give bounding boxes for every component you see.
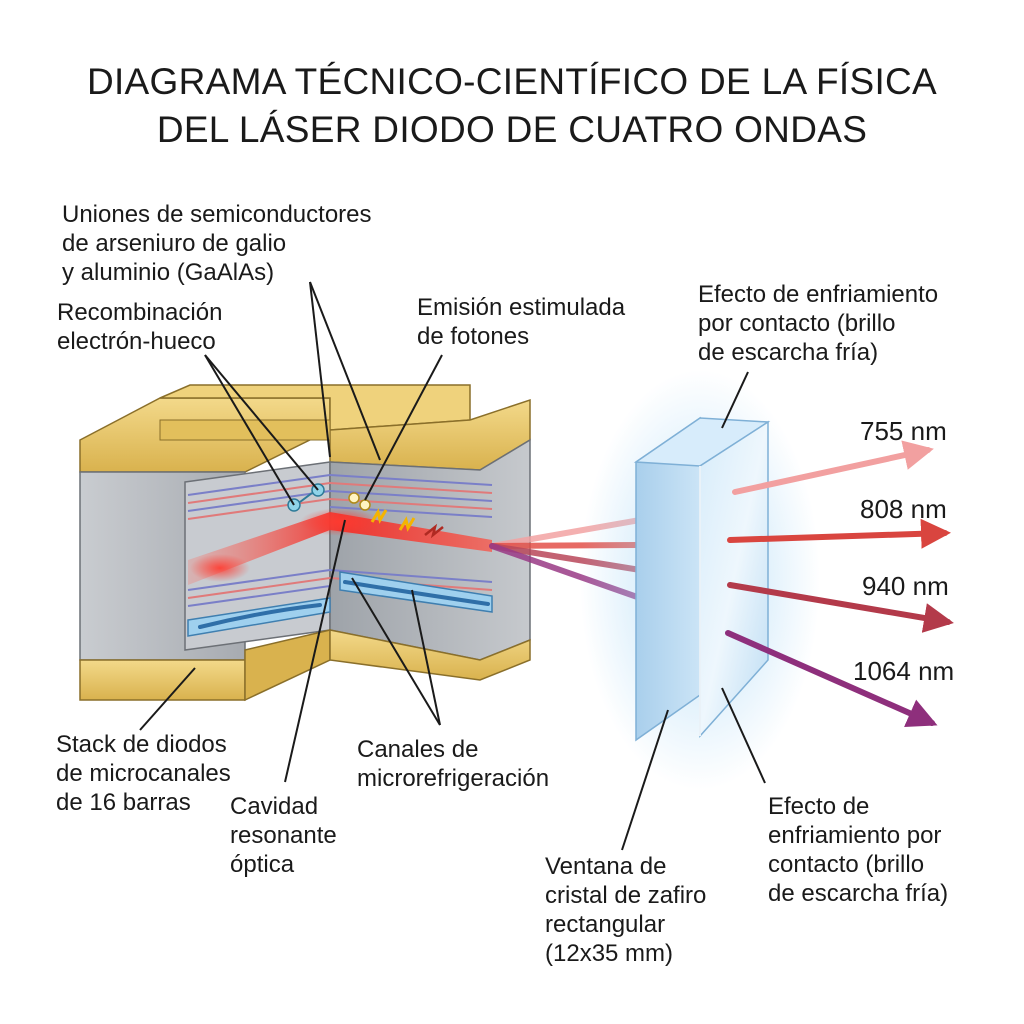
- label-text: de escarcha fría): [768, 880, 949, 907]
- label-text: Stack de diodos: [56, 731, 227, 758]
- label-text: Emisión estimulada: [417, 294, 626, 321]
- label-text: Ventana de: [545, 853, 667, 880]
- label-text: de arseniuro de galio: [62, 230, 287, 257]
- exit-beams: [725, 440, 954, 728]
- label-text: Efecto de enfriamiento: [698, 281, 939, 308]
- label-text: Efecto de: [768, 793, 870, 820]
- label-cooling-channels: Canales de microrefrigeración: [357, 735, 549, 793]
- label-text: de 16 barras: [56, 789, 191, 816]
- label-text: y aluminio (GaAlAs): [62, 259, 275, 286]
- label-text: de microcanales: [56, 760, 231, 787]
- label-stimulated-emission: Emisión estimulada de fotones: [417, 293, 625, 351]
- label-contact-cooling-bottom: Efecto de enfriamiento por contacto (bri…: [768, 792, 948, 908]
- gold-bottom-plate: [79, 659, 246, 701]
- diode-stack-block: [79, 384, 531, 702]
- page-title: DIAGRAMA TÉCNICO-CIENTÍFICO DE LA FÍSICA…: [0, 58, 1024, 154]
- label-text: (12x35 mm): [545, 940, 674, 967]
- label-diode-stack: Stack de diodos de microcanales de 16 ba…: [56, 730, 231, 817]
- window-side-face: [635, 416, 701, 742]
- wavelength-label-940: 940 nm: [862, 571, 949, 601]
- label-text: cristal de zafiro: [545, 882, 707, 909]
- sapphire-window: [580, 370, 820, 790]
- label-text: Recombinación: [57, 299, 223, 326]
- laser-active-region: [188, 512, 492, 585]
- label-text: enfriamiento por: [768, 822, 942, 849]
- label-text: resonante: [230, 822, 337, 849]
- label-text: óptica: [230, 851, 295, 878]
- label-text: microrefrigeración: [357, 765, 550, 792]
- label-contact-cooling-top: Efecto de enfriamiento por contacto (bri…: [698, 280, 938, 367]
- wavelength-label-755: 755 nm: [860, 416, 947, 446]
- label-text: Canales de: [357, 736, 479, 763]
- wavelength-label-1064: 1064 nm: [853, 656, 955, 686]
- exit-beam-808-nm: [727, 518, 951, 549]
- label-text: de escarcha fría): [698, 339, 879, 366]
- label-text: rectangular: [545, 911, 666, 938]
- label-text: Uniones de semiconductores: [62, 201, 372, 228]
- wavelength-label-808: 808 nm: [860, 494, 947, 524]
- semiconductor-layers-left: [187, 474, 331, 607]
- label-resonant-cavity: Cavidad resonante óptica: [230, 792, 337, 879]
- leader-lines: [139, 281, 766, 851]
- photon-emission-markers: [370, 508, 444, 539]
- title-line-1: DIAGRAMA TÉCNICO-CIENTÍFICO DE LA FÍSICA: [86, 61, 938, 102]
- label-text: de fotones: [417, 323, 530, 350]
- microcooling-channels: [187, 571, 493, 637]
- label-sapphire-window: Ventana de cristal de zafiro rectangular…: [545, 852, 706, 968]
- label-text: por contacto (brillo: [698, 310, 896, 337]
- label-recombination: Recombinación electrón-hueco: [57, 298, 222, 356]
- title-line-2: DEL LÁSER DIODO DE CUATRO ONDAS: [156, 109, 868, 150]
- label-gaalas-junctions: Uniones de semiconductores de arseniuro …: [62, 200, 372, 287]
- exit-beam-755-nm: [732, 440, 934, 495]
- label-text: Cavidad: [230, 793, 319, 820]
- label-text: electrón-hueco: [57, 328, 216, 355]
- exit-beam-940-nm: [727, 582, 954, 633]
- label-text: contacto (brillo: [768, 851, 925, 878]
- exit-beam-1064-nm: [725, 630, 938, 728]
